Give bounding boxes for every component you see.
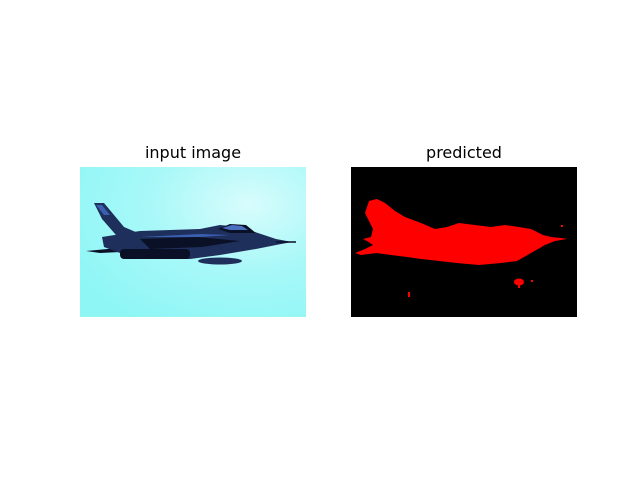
input-image-title: input image	[144, 143, 242, 162]
predicted-mask	[351, 167, 577, 317]
input-image-photo	[80, 167, 306, 317]
fighter-jet	[86, 203, 296, 265]
predicted-panel	[351, 167, 577, 317]
aircraft-mask-region	[355, 199, 567, 297]
predicted-title: predicted	[426, 143, 502, 162]
input-image-panel	[80, 167, 306, 317]
